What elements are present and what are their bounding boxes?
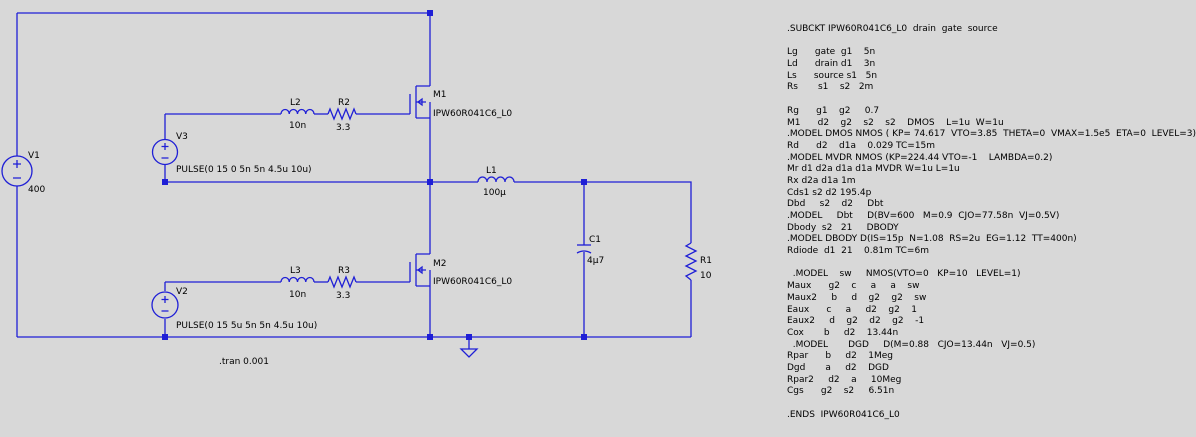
netlist-line: Dbd s2 d2 Dbt <box>787 199 884 210</box>
junction-bottom-ground <box>466 334 472 340</box>
m2-ref: M2 <box>433 259 447 269</box>
netlist-line: Cox b d2 13.44n <box>787 327 899 338</box>
r2-resistor[interactable] <box>327 107 357 121</box>
netlist-line: Maux2 b d g2 g2 sw <box>787 292 927 303</box>
r1-ref: R1 <box>700 256 712 266</box>
junction-bottom-v2 <box>162 334 168 340</box>
netlist-line <box>787 36 1172 48</box>
v2-value: PULSE(0 15 5u 5n 5n 4.5u 10u) <box>176 321 317 331</box>
v2-source[interactable] <box>151 291 179 319</box>
v1-value: 400 <box>28 185 45 195</box>
netlist-line: Rx d2a d1a 1m <box>787 175 856 186</box>
netlist-line: Dbody s2 21 DBODY <box>787 222 899 233</box>
netlist-line: Ld drain d1 3n <box>787 59 876 70</box>
m2-value: IPW60R041C6_L0 <box>433 277 512 287</box>
netlist-line: .SUBCKT IPW60R041C6_L0 drain gate source <box>787 24 998 34</box>
r3-ref: R3 <box>338 266 350 276</box>
junction-bottom-m2 <box>427 334 433 340</box>
junction-top <box>427 10 433 16</box>
r1-resistor[interactable] <box>684 242 698 281</box>
m1-mosfet[interactable] <box>409 85 431 119</box>
netlist-line: Cds1 s2 d2 195.4p <box>787 187 872 198</box>
netlist-line: .MODEL sw NMOS(VTO=0 KP=10 LEVEL=1) <box>787 269 1021 280</box>
netlist-line: Rpar b d2 1Meg <box>787 351 893 362</box>
r2-ref: R2 <box>338 98 350 108</box>
r3-value: 3.3 <box>336 291 350 301</box>
netlist-line: .MODEL DMOS NMOS ( KP= 74.617 VTO=3.85 T… <box>787 129 1196 140</box>
m1-ref: M1 <box>433 90 447 100</box>
l1-ref: L1 <box>486 166 497 176</box>
m2-mosfet[interactable] <box>409 253 431 287</box>
tran-directive[interactable]: .tran 0.001 <box>219 357 269 367</box>
l3-inductor[interactable] <box>280 276 315 283</box>
junction-bottom-c1 <box>581 334 587 340</box>
netlist-line: .MODEL Dbt D(BV=600 M=0.9 CJO=77.58n VJ=… <box>787 211 1060 221</box>
v2-ref: V2 <box>176 287 188 297</box>
wires <box>16 12 692 349</box>
netlist-line: Rdiode d1 21 0.81m TC=6m <box>787 246 929 257</box>
r1-value: 10 <box>700 271 712 281</box>
netlist-line: M1 d2 g2 s2 s2 DMOS L=1u W=1u <box>787 117 1004 128</box>
l1-value: 100µ <box>483 188 506 198</box>
junction-mid <box>427 179 433 185</box>
netlist-line: Dgd a d2 DGD <box>787 362 889 373</box>
l3-value: 10n <box>289 290 306 300</box>
netlist-line: Rg g1 g2 0.7 <box>787 105 880 116</box>
l2-value: 10n <box>289 121 306 131</box>
v1-ref: V1 <box>28 151 40 161</box>
netlist-line <box>787 258 1172 270</box>
l2-inductor[interactable] <box>280 108 315 115</box>
wire-mid-right[interactable] <box>514 181 692 243</box>
netlist-line: .ENDS IPW60R041C6_L0 <box>787 409 900 420</box>
r3-resistor[interactable] <box>327 275 357 289</box>
v3-source[interactable] <box>151 138 179 166</box>
l2-ref: L2 <box>290 98 301 108</box>
netlist-line: Rpar2 d2 a 10Meg <box>787 374 902 385</box>
netlist-line: Eaux c a d2 g2 1 <box>787 304 917 315</box>
netlist-line: .MODEL DBODY D(IS=15p N=1.08 RS=2u EG=1.… <box>787 234 1077 245</box>
netlist-line: .MODEL DGD D(M=0.88 CJO=13.44n VJ=0.5) <box>787 339 1036 350</box>
netlist-line <box>787 398 1172 410</box>
netlist-line: Rs s1 s2 2m <box>787 82 874 93</box>
c1-capacitor[interactable] <box>576 244 592 254</box>
junctions <box>162 10 587 340</box>
v3-value: PULSE(0 15 0 5n 5n 4.5u 10u) <box>176 165 312 175</box>
netlist-line: Cgs g2 s2 6.51n <box>787 386 895 397</box>
netlist-line: Ls source s1 5n <box>787 70 878 81</box>
r2-value: 3.3 <box>336 123 350 133</box>
ground-symbol[interactable] <box>459 348 479 358</box>
junction-mid-left <box>162 179 168 185</box>
c1-ref: C1 <box>589 235 601 245</box>
netlist-line: .MODEL MVDR NMOS (KP=224.44 VTO=-1 LAMBD… <box>787 152 1053 163</box>
m1-value: IPW60R041C6_L0 <box>433 109 512 119</box>
v1-source[interactable] <box>1 155 33 187</box>
c1-value: 4µ7 <box>587 256 604 266</box>
netlist-line: Lg gate g1 5n <box>787 47 876 58</box>
junction-c1-top <box>581 179 587 185</box>
netlist-line <box>787 94 1172 106</box>
v3-ref: V3 <box>176 132 188 142</box>
subckt-netlist[interactable]: .SUBCKT IPW60R041C6_L0 drain gate source… <box>787 24 1196 421</box>
netlist-line: Maux g2 c a a sw <box>787 281 920 292</box>
netlist-line: Rd d2 d1a 0.029 TC=15m <box>787 140 936 151</box>
netlist-line: Eaux2 d g2 d2 g2 -1 <box>787 316 925 327</box>
netlist-line: Mr d1 d2a d1a d1a MVDR W=1u L=1u <box>787 164 960 175</box>
l1-inductor[interactable] <box>477 176 515 183</box>
l3-ref: L3 <box>290 266 301 276</box>
